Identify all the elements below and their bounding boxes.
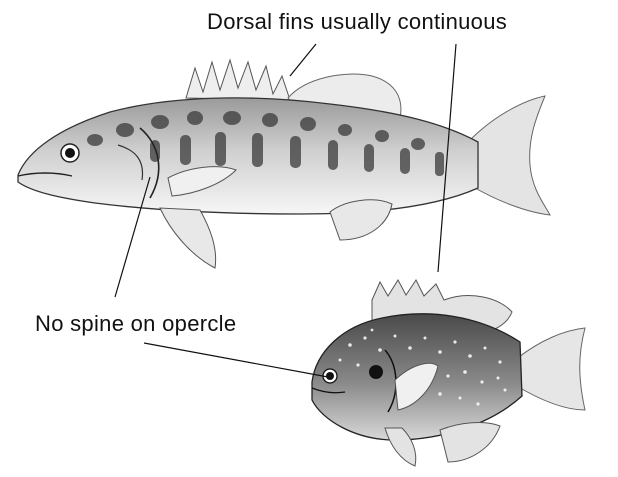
dorsal-fins-label: Dorsal fins usually continuous bbox=[207, 9, 507, 35]
sunfish-icon bbox=[312, 280, 585, 466]
sunfish-opercle-spot bbox=[369, 365, 383, 379]
opercle-leader-sunfish bbox=[144, 343, 328, 377]
dorsal-leader-bass bbox=[290, 44, 316, 76]
bass-pelvic-fin bbox=[160, 208, 216, 268]
bass-fish-icon bbox=[18, 60, 550, 268]
opercle-label: No spine on opercle bbox=[35, 311, 236, 337]
bass-anal-fin bbox=[330, 200, 392, 240]
sunfish-tail-fin bbox=[515, 328, 585, 410]
bass-spiny-dorsal-fin bbox=[186, 60, 290, 100]
sunfish-anal-fin bbox=[440, 423, 500, 462]
bass-tail-fin bbox=[470, 96, 550, 215]
